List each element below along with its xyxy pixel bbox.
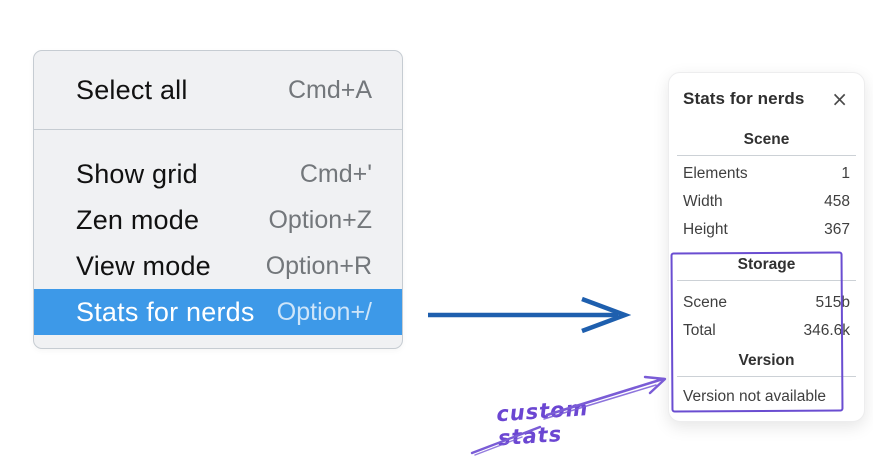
stats-panel: Stats for nerds × Scene Elements 1 Width… [668,72,865,422]
version-note: Version not available [683,388,827,405]
menu-item-shortcut: Cmd+A [287,75,372,104]
stat-row-scene-size: Scene 515b [683,289,850,317]
stat-value: 515b [815,294,850,311]
stats-panel-header: Stats for nerds × [683,85,850,113]
menu-item-shortcut: Option+R [265,251,372,280]
menu-item-label: Zen mode [76,204,200,235]
stat-value: 346.6k [803,322,850,339]
menu-divider [34,129,402,130]
menu-item-select-all[interactable]: Select all Cmd+A [34,67,402,113]
stat-row-width: Width 458 [683,188,850,216]
stat-row-elements: Elements 1 [683,160,850,188]
stat-label: Width [683,193,723,210]
stat-label: Total [683,322,716,339]
section-divider [677,155,856,156]
section-heading-scene: Scene [743,131,790,148]
menu-group-bottom: Show grid Cmd+' Zen mode Option+Z View m… [34,130,402,348]
menu-item-shortcut: Option+/ [276,297,372,326]
menu-group-top: Select all Cmd+A [34,51,402,129]
stat-value: 367 [824,221,850,238]
annotation-arrow-icon [470,375,667,456]
menu-item-label: Stats for nerds [76,296,255,327]
stat-label: Elements [683,165,748,182]
scene-rows: Elements 1 Width 458 Height 367 [683,160,850,244]
menu-item-zen-mode[interactable]: Zen mode Option+Z [34,197,402,243]
menu-item-label: Select all [76,74,188,105]
section-divider [677,280,856,281]
context-menu: Select all Cmd+A Show grid Cmd+' Zen mod… [33,50,403,349]
stats-panel-title: Stats for nerds [683,89,805,108]
stat-row-height: Height 367 [683,216,850,244]
close-icon[interactable]: × [831,87,848,111]
menu-item-stats-for-nerds[interactable]: Stats for nerds Option+/ [34,289,402,335]
stat-value: 458 [824,193,850,210]
stat-label: Scene [683,294,727,311]
menu-item-label: Show grid [76,158,198,189]
stat-label: Height [683,221,728,238]
section-heading-storage: Storage [737,256,796,273]
menu-item-shortcut: Option+Z [268,205,372,234]
menu-item-label: View mode [76,250,211,281]
flow-arrow-icon [428,296,631,334]
section-heading-version: Version [738,352,795,369]
section-divider [677,376,856,377]
stat-row-total-size: Total 346.6k [683,317,850,345]
menu-item-show-grid[interactable]: Show grid Cmd+' [34,151,402,197]
stat-value: 1 [841,165,850,182]
menu-item-view-mode[interactable]: View mode Option+R [34,243,402,289]
storage-rows: Scene 515b Total 346.6k [683,289,850,345]
menu-item-shortcut: Cmd+' [299,159,372,188]
